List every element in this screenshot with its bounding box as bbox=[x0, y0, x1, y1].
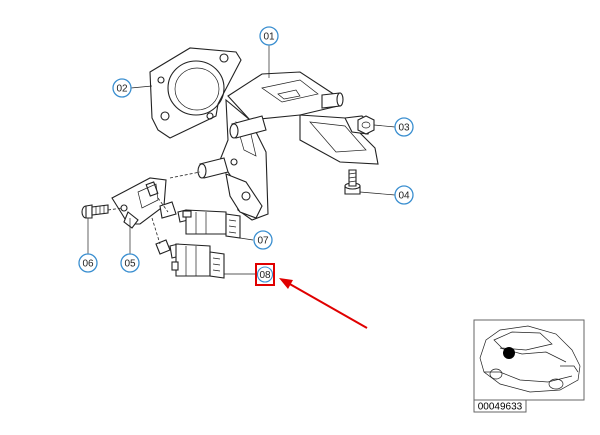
callout-label: 06 bbox=[82, 259, 94, 270]
nut-part bbox=[357, 115, 375, 135]
callout-03[interactable]: 03 bbox=[394, 117, 414, 137]
callout-08[interactable]: 08 bbox=[255, 263, 275, 286]
car-location-icon bbox=[479, 325, 581, 393]
brake-switch-upper-part bbox=[159, 201, 241, 239]
bolt-part bbox=[344, 169, 361, 195]
gasket-part bbox=[149, 47, 242, 139]
car-location-thumbnail[interactable]: 00049633 bbox=[473, 319, 585, 413]
callout-07[interactable]: 07 bbox=[253, 230, 273, 250]
callout-label: 01 bbox=[263, 32, 275, 43]
red-arrow-icon bbox=[279, 278, 368, 329]
pedal-bracket-part bbox=[197, 71, 379, 221]
callout-label: 02 bbox=[116, 84, 128, 95]
callout-05[interactable]: 05 bbox=[120, 253, 140, 273]
callout-01[interactable]: 01 bbox=[259, 26, 279, 46]
callout-label: 04 bbox=[398, 191, 410, 202]
brake-switch-lower-part bbox=[155, 239, 225, 279]
leader-lines bbox=[87, 45, 396, 275]
callout-label: 08 bbox=[259, 270, 271, 281]
callout-02[interactable]: 02 bbox=[112, 78, 132, 98]
screw-part bbox=[81, 204, 109, 219]
reference-number: 00049633 bbox=[478, 402, 523, 413]
callout-label: 05 bbox=[124, 259, 136, 270]
callout-04[interactable]: 04 bbox=[394, 185, 414, 205]
callout-label: 07 bbox=[257, 236, 269, 247]
callout-label: 03 bbox=[398, 123, 410, 134]
callout-06[interactable]: 06 bbox=[78, 253, 98, 273]
switch-bracket-part bbox=[111, 177, 167, 229]
